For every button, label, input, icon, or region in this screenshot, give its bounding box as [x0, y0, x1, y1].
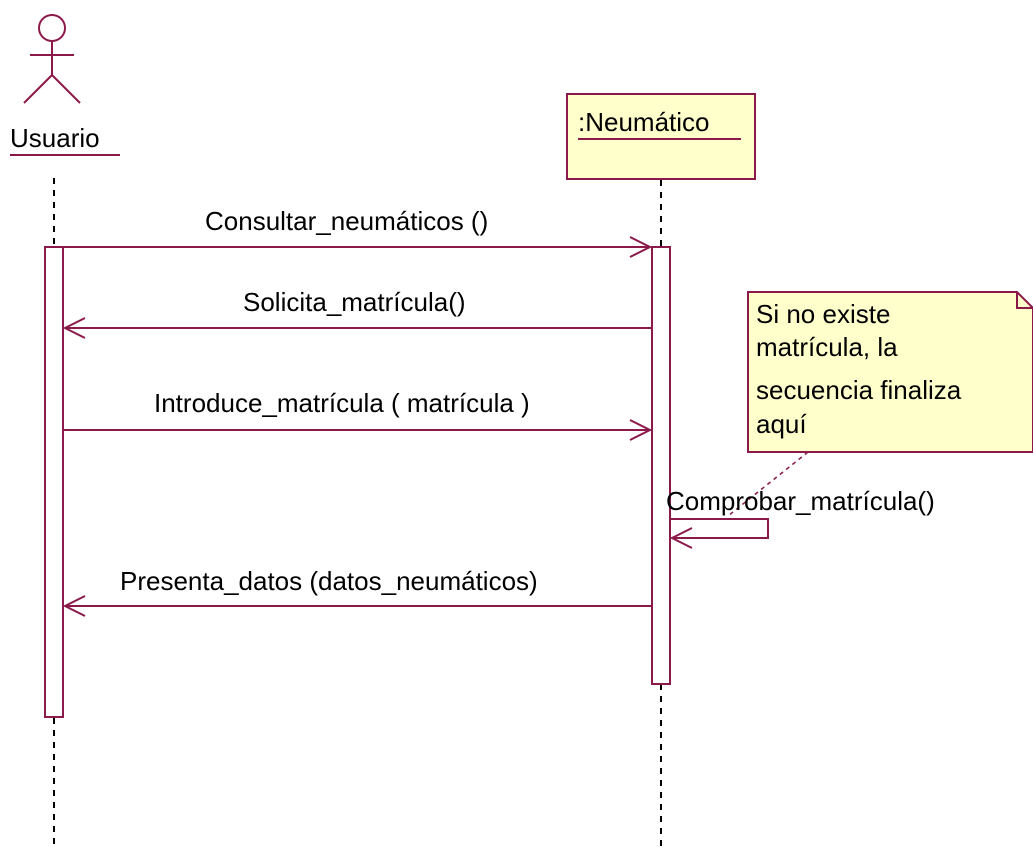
- note[interactable]: Si no existe matrícula, la secuencia fin…: [747, 291, 1033, 453]
- message-label: Presenta_datos (datos_neumáticos): [120, 566, 538, 596]
- message-comprobar-matricula: Comprobar_matrícula(): [666, 486, 935, 549]
- object-neumatico[interactable]: :Neumático: [566, 93, 756, 180]
- message-label: Consultar_neumáticos (): [205, 206, 488, 236]
- note-line: matrícula, la: [756, 332, 898, 362]
- message-label: Solicita_matrícula(): [243, 287, 466, 317]
- activation-bar-neumatico: [651, 246, 671, 685]
- arrowhead-open-icon: [62, 317, 86, 339]
- message-consultar-neumaticos: Consultar_neumáticos (): [63, 206, 653, 258]
- message-label: Introduce_matrícula ( matrícula ): [154, 388, 530, 418]
- message-solicita-matricula: Solicita_matrícula(): [62, 287, 652, 339]
- note-line: Si no existe: [756, 299, 890, 329]
- note-box: [747, 291, 1033, 453]
- actor-usuario-label: Usuario: [10, 123, 100, 153]
- object-neumatico-box: [566, 93, 756, 180]
- arrowhead-open-icon: [669, 527, 693, 549]
- note-line: aquí: [756, 409, 807, 439]
- arrowhead-open-icon: [629, 236, 653, 258]
- note-line: secuencia finaliza: [756, 375, 962, 405]
- note-folded-corner-icon: [1016, 292, 1033, 309]
- note-anchor-line: [727, 451, 809, 517]
- actor-usuario[interactable]: Usuario: [10, 14, 120, 156]
- object-neumatico-label: :Neumático: [578, 107, 710, 137]
- arrowhead-open-icon: [62, 595, 86, 617]
- arrowhead-open-icon: [629, 419, 653, 441]
- message-presenta-datos: Presenta_datos (datos_neumáticos): [62, 566, 652, 617]
- message-label: Comprobar_matrícula(): [666, 486, 935, 516]
- activation-bar-usuario: [44, 246, 64, 718]
- actor-stick-figure-icon: [23, 14, 81, 104]
- message-introduce-matricula: Introduce_matrícula ( matrícula ): [63, 388, 653, 441]
